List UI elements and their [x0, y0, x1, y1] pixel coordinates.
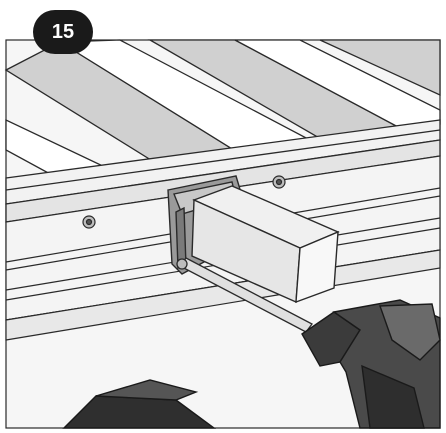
drill: [62, 299, 441, 429]
square-tube: [191, 185, 340, 304]
slat-back-4: [234, 39, 441, 129]
slat-group: [4, 39, 441, 213]
slat-back-5: [319, 39, 441, 97]
bolt-heads: [82, 175, 286, 229]
step-number: 15: [51, 20, 75, 43]
step-number-badge: 15: [33, 10, 93, 54]
screwdriver-bit: [176, 257, 313, 333]
